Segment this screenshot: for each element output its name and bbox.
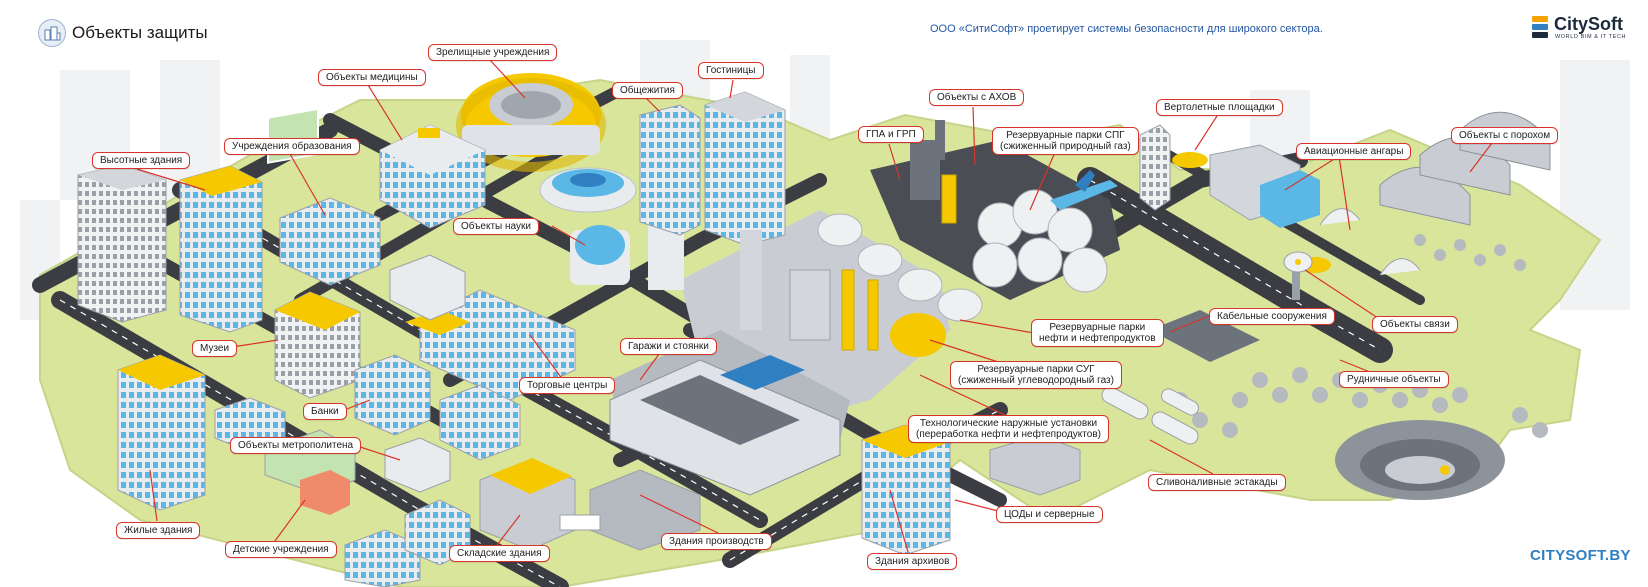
helipad-tower bbox=[1139, 124, 1208, 211]
callout-oil-tanks[interactable]: Резервуарные парки нефти и нефтепродукто… bbox=[1031, 319, 1164, 347]
refinery-tanks bbox=[740, 120, 983, 357]
callout-production[interactable]: Здания производств bbox=[661, 533, 772, 550]
callout-residential[interactable]: Жилые здания bbox=[116, 522, 201, 539]
callout-ahov[interactable]: Объекты с АХОВ bbox=[929, 89, 1025, 106]
callout-warehouses[interactable]: Складские здания bbox=[449, 545, 550, 562]
callout-lpg-tanks[interactable]: Резервуарные парки СУГ (сжиженный углево… bbox=[950, 361, 1122, 389]
mine-pit bbox=[1335, 420, 1505, 500]
citysoft-logo-icon bbox=[1532, 16, 1548, 38]
callout-gpa-grp[interactable]: ГПА и ГРП bbox=[858, 126, 924, 143]
callout-high-rise[interactable]: Высотные здания bbox=[92, 152, 191, 169]
callout-cable-structures[interactable]: Кабельные сооружения bbox=[1209, 308, 1335, 325]
callout-lng-tanks[interactable]: Резервуарные парки СПГ (сжиженный природ… bbox=[992, 127, 1139, 155]
callout-lng-line2: (сжиженный природный газ) bbox=[1000, 141, 1131, 152]
callout-kindergartens[interactable]: Детские учреждения bbox=[225, 541, 337, 558]
callout-loading-racks[interactable]: Сливоналивные эстакады bbox=[1148, 474, 1286, 491]
company-tagline: ООО «СитиСофт» проетирует системы безопа… bbox=[930, 23, 1323, 35]
callout-gunpowder[interactable]: Объекты с порохом bbox=[1451, 127, 1559, 144]
callout-communications[interactable]: Объекты связи bbox=[1372, 316, 1458, 333]
stadium bbox=[456, 73, 606, 172]
callout-entertainment[interactable]: Зрелищные учреждения bbox=[428, 44, 558, 61]
citysoft-logo[interactable]: CitySoft WORLD BIM & IT TECH bbox=[1532, 14, 1632, 44]
callout-datacenters[interactable]: ЦОДы и серверные bbox=[996, 506, 1103, 523]
hotel-towers bbox=[639, 91, 786, 246]
callout-tech-line1: Технологические наружные установки bbox=[919, 418, 1098, 429]
callout-oil-line2: нефти и нефтепродуктов bbox=[1039, 333, 1156, 344]
aviation-hangars bbox=[1209, 144, 1421, 276]
callout-tech-installations[interactable]: Технологические наружные установки (пере… bbox=[908, 415, 1109, 443]
callout-lng-line1: Резервуарные парки СПГ bbox=[1006, 130, 1125, 141]
page-title: Объекты защиты bbox=[72, 23, 208, 42]
airplane bbox=[1050, 170, 1118, 210]
high-rise-buildings bbox=[77, 164, 263, 511]
callout-metro[interactable]: Объекты метрополитена bbox=[230, 437, 362, 454]
education-medicine-buildings bbox=[267, 107, 486, 286]
callout-mining[interactable]: Рудничные объекты bbox=[1339, 371, 1449, 388]
callout-medicine[interactable]: Объекты медицины bbox=[318, 69, 426, 86]
callout-malls[interactable]: Торговые центры bbox=[519, 377, 616, 394]
rail-tank-cars bbox=[1101, 386, 1199, 445]
callout-science[interactable]: Объекты науки bbox=[453, 218, 539, 235]
parking-garage bbox=[609, 355, 841, 496]
city-center-buildings bbox=[274, 254, 576, 436]
callout-garages[interactable]: Гаражи и стоянки bbox=[620, 338, 717, 355]
callout-banks[interactable]: Банки bbox=[303, 403, 347, 420]
callout-helipads[interactable]: Вертолетные площадки bbox=[1156, 99, 1283, 116]
website-link[interactable]: CITYSOFT.BY bbox=[1530, 547, 1631, 564]
science-dome bbox=[539, 167, 684, 290]
callout-archives[interactable]: Здания архивов bbox=[867, 553, 958, 570]
callout-hotels[interactable]: Гостиницы bbox=[698, 62, 764, 79]
callout-lpg-line1: Резервуарные парки СУГ bbox=[977, 364, 1095, 375]
brand-name: CitySoft bbox=[1554, 14, 1623, 34]
page-header: Объекты защиты bbox=[38, 18, 208, 48]
callout-tech-line2: (переработка нефти и нефтепродуктов) bbox=[916, 429, 1101, 440]
communication-dish bbox=[1283, 251, 1313, 300]
lng-spheres bbox=[972, 189, 1108, 293]
brand-subtitle: WORLD BIM & IT TECH bbox=[1555, 34, 1627, 40]
callout-dormitories[interactable]: Общежития bbox=[612, 82, 683, 99]
callout-lpg-line2: (сжиженный углеводородный газ) bbox=[958, 375, 1114, 386]
callout-museums[interactable]: Музеи bbox=[192, 340, 238, 357]
objects-icon bbox=[38, 19, 66, 47]
cable-tunnel bbox=[1150, 310, 1260, 362]
residential-low-buildings bbox=[214, 384, 521, 587]
warehouse-production bbox=[479, 458, 701, 551]
callout-education[interactable]: Учреждения образования bbox=[224, 138, 360, 155]
callout-hangars[interactable]: Авиационные ангары bbox=[1296, 143, 1412, 160]
callout-oil-line1: Резервуарные парки bbox=[1049, 322, 1146, 333]
